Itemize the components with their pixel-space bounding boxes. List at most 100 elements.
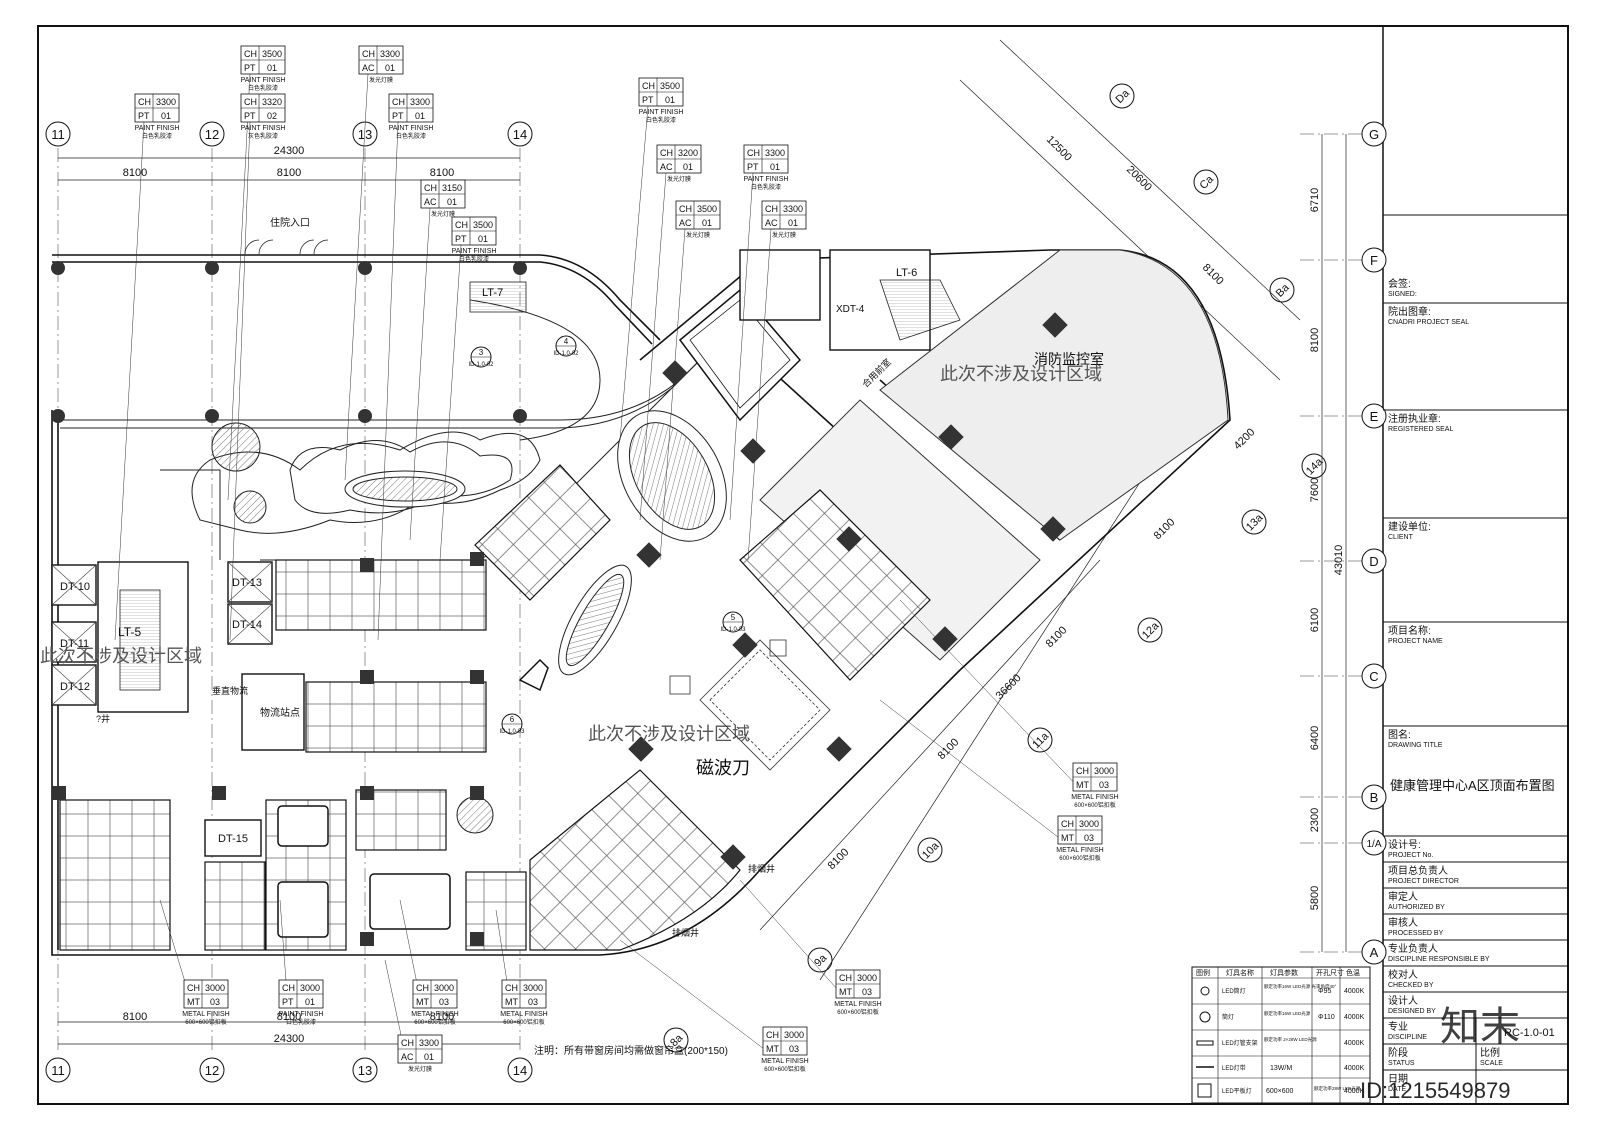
tag-ch-label: CH xyxy=(244,49,257,59)
tag-title: METAL FINISH xyxy=(411,1011,458,1018)
grid-label: A xyxy=(1370,945,1379,960)
tag-code: PT xyxy=(642,95,654,105)
tag-ch-value: 3000 xyxy=(300,983,320,993)
svg-text:专业: 专业 xyxy=(1388,1020,1408,1033)
tag-note: 发光灯膜 xyxy=(667,175,691,183)
svg-text:PROCESSED BY: PROCESSED BY xyxy=(1388,930,1444,937)
tag-code: MT xyxy=(187,997,200,1007)
svg-text:额定功率28W LED光源: 额定功率28W LED光源 xyxy=(1314,1085,1361,1092)
vertical-logistics-label: 垂直物流 xyxy=(212,685,248,696)
grid-label: 12 xyxy=(205,127,219,142)
svg-text:LED灯管支架: LED灯管支架 xyxy=(1222,1039,1258,1047)
tag-number: 01 xyxy=(665,95,675,105)
svg-text:额定功率16W LED光源: 额定功率16W LED光源 xyxy=(1264,1010,1311,1017)
svg-text:4000K: 4000K xyxy=(1344,988,1365,995)
svg-text:DISCIPLINE: DISCIPLINE xyxy=(1388,1034,1427,1041)
tag-number: 03 xyxy=(1084,833,1094,843)
svg-text:DATE: DATE xyxy=(1388,1086,1406,1093)
tag-title: PAINT FINISH xyxy=(389,125,434,132)
fire-control-label: 消防监控室 xyxy=(1034,351,1104,367)
svg-text:PROJECT NAME: PROJECT NAME xyxy=(1388,638,1443,645)
tag-ch-value: 3000 xyxy=(1094,766,1114,776)
svg-text:STATUS: STATUS xyxy=(1388,1060,1415,1067)
well-label: ?井 xyxy=(96,713,110,724)
tag-ch-value: 3500 xyxy=(473,220,493,230)
svg-text:CLIENT: CLIENT xyxy=(1388,534,1414,541)
tag-note: 白色乳胶漆 xyxy=(142,132,172,140)
svg-text:筒灯: 筒灯 xyxy=(1222,1013,1234,1021)
svg-text:ID-1.0-02: ID-1.0-02 xyxy=(468,362,494,368)
magnetic-knife-label: 磁波刀 xyxy=(696,758,750,778)
tag-number: 03 xyxy=(1099,780,1109,790)
tag-code: MT xyxy=(839,987,852,997)
exclusion-zone xyxy=(759,249,1229,661)
light-box-panels xyxy=(277,288,802,938)
svg-text:8100: 8100 xyxy=(1044,624,1070,650)
tag-ch-label: CH xyxy=(1061,819,1074,829)
svg-text:PROJECT No.: PROJECT No. xyxy=(1388,852,1433,859)
top-dimensions: 24300 8100 8100 8100 xyxy=(58,145,520,181)
stair-label-lt6: LT-6 xyxy=(896,267,917,279)
svg-text:审核人: 审核人 xyxy=(1388,916,1418,929)
svg-text:审定人: 审定人 xyxy=(1388,890,1418,903)
tag-ch-label: CH xyxy=(282,983,295,993)
tag-ch-label: CH xyxy=(839,973,852,983)
tag-ch-label: CH xyxy=(747,148,760,158)
tag-title: METAL FINISH xyxy=(1056,847,1103,854)
svg-text:4000K: 4000K xyxy=(1344,1014,1365,1021)
svg-text:2300: 2300 xyxy=(1309,808,1321,832)
svg-text:CNADRI PROJECT SEAL: CNADRI PROJECT SEAL xyxy=(1388,319,1469,326)
svg-text:AUTHORIZED BY: AUTHORIZED BY xyxy=(1388,904,1445,911)
svg-text:ID-1.0-02: ID-1.0-02 xyxy=(553,351,579,357)
elevator-crosses xyxy=(51,561,273,706)
svg-text:24300: 24300 xyxy=(274,1033,305,1045)
tag-note: 白色乳胶漆 xyxy=(646,116,676,124)
tag-title: METAL FINISH xyxy=(834,1001,881,1008)
svg-text:日期: 日期 xyxy=(1388,1073,1408,1085)
grid-label: C xyxy=(1369,669,1378,684)
tag-number: 01 xyxy=(770,162,780,172)
tag-ch-label: CH xyxy=(765,204,778,214)
watermark-logo: 知末 xyxy=(1440,1005,1520,1049)
tag-code: AC xyxy=(765,218,778,228)
drawing-title: 健康管理中心A区顶面布置图 xyxy=(1390,778,1555,793)
entrance-doors xyxy=(244,239,329,255)
tag-ch-value: 3150 xyxy=(442,183,462,193)
tag-ch-value: 3320 xyxy=(262,97,282,107)
tag-ch-label: CH xyxy=(455,220,468,230)
grid-label: F xyxy=(1370,253,1378,268)
grid-label: 1/A xyxy=(1366,839,1381,850)
svg-text:设计人: 设计人 xyxy=(1388,994,1418,1007)
tag-note: 600×600铝扣板 xyxy=(503,1018,545,1026)
svg-text:8100: 8100 xyxy=(1309,328,1321,352)
tag-number: 03 xyxy=(862,987,872,997)
svg-text:CHECKED BY: CHECKED BY xyxy=(1388,982,1434,989)
tag-code: MT xyxy=(1061,833,1074,843)
tag-title: PAINT FINISH xyxy=(744,176,789,183)
svg-text:5800: 5800 xyxy=(1309,886,1321,910)
svg-text:开孔尺寸: 开孔尺寸 xyxy=(1316,968,1344,977)
tag-note: 灰色乳胶漆 xyxy=(248,132,278,140)
tag-number: 01 xyxy=(267,63,277,73)
svg-text:LED灯带: LED灯带 xyxy=(1222,1064,1246,1072)
tag-ch-value: 3200 xyxy=(678,148,698,158)
tag-number: 03 xyxy=(210,997,220,1007)
tag-ch-value: 3300 xyxy=(156,97,176,107)
svg-text:设计号:: 设计号: xyxy=(1388,838,1421,851)
tag-note: 600×600铝扣板 xyxy=(414,1018,456,1026)
tag-ch-label: CH xyxy=(424,183,437,193)
svg-text:PROJECT DIRECTOR: PROJECT DIRECTOR xyxy=(1388,878,1459,885)
svg-text:8100: 8100 xyxy=(430,1011,454,1023)
tag-title: PAINT FINISH xyxy=(452,248,497,255)
tag-code: PT xyxy=(244,111,256,121)
grid-label: 11 xyxy=(51,127,65,142)
tag-code: AC xyxy=(660,162,673,172)
